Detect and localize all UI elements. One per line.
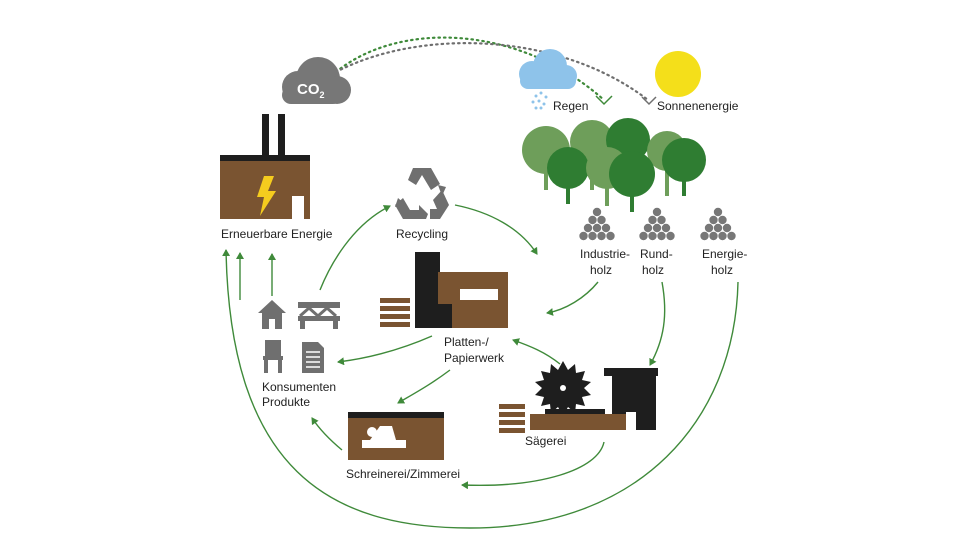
energy-wood-label: Energie-holz xyxy=(702,247,747,277)
arrow-recycling-to-mill xyxy=(454,204,538,255)
arrow-roundwood-to-sawmill xyxy=(649,281,666,366)
arrow-consumer-to-recycling xyxy=(319,205,391,291)
house-icon xyxy=(258,300,286,329)
rain-cloud-icon xyxy=(519,49,577,110)
tree-icon xyxy=(609,151,655,212)
roundwood-label: Rund-holz xyxy=(640,247,673,277)
sun-icon xyxy=(655,51,701,97)
renewable-energy-label: Erneuerbare Energie xyxy=(221,227,333,241)
forest xyxy=(522,118,706,212)
recycle-icon xyxy=(395,168,449,219)
log-pile-icon xyxy=(499,404,525,433)
solar-arrow-head xyxy=(641,96,657,106)
co2-dotted-path-gray xyxy=(334,42,650,102)
industrial-wood-label: Industrie-holz xyxy=(580,247,630,277)
log-pile-icon xyxy=(700,207,736,241)
log-pile-icon xyxy=(579,207,615,241)
sawmill-label: Sägerei xyxy=(525,434,566,448)
saw-blade-icon xyxy=(535,361,591,416)
arrow-energywood-to-energy xyxy=(222,249,739,529)
cloud-icon xyxy=(282,57,351,104)
arrow-mill-to-consumer xyxy=(337,335,433,366)
factory-icon xyxy=(415,252,508,328)
arrow-sawmill-to-joinery xyxy=(461,441,605,490)
power-plant-icon xyxy=(220,114,310,219)
co2-label: CO2 xyxy=(297,81,325,100)
joinery-building xyxy=(348,412,444,460)
document-icon xyxy=(302,342,324,373)
joinery-label: Schreinerei/Zimmerei xyxy=(346,467,460,481)
chair-icon xyxy=(263,340,283,373)
log-pile-icon xyxy=(639,207,675,241)
tree-icon xyxy=(662,138,706,196)
arrow-industrial-wood-to-mill xyxy=(546,281,599,316)
wood-plane-icon xyxy=(362,426,406,448)
arrow-mill-to-joinery xyxy=(397,369,451,404)
tree-icon xyxy=(547,147,589,204)
bridge-icon xyxy=(298,302,340,329)
panel-paper-mill-label: Platten-/Papierwerk xyxy=(444,335,505,365)
lightning-bolt-icon xyxy=(257,176,276,216)
rain-arrow-head xyxy=(595,95,613,106)
recycling-label: Recycling xyxy=(396,227,448,241)
solar-label: Sonnenenergie xyxy=(657,99,739,113)
arrow-sawmill-to-mill xyxy=(512,338,561,365)
rain-label: Regen xyxy=(553,99,588,113)
arrow-joinery-to-consumer xyxy=(311,417,343,451)
factory-icon xyxy=(530,368,658,430)
log-pile-icon xyxy=(380,298,410,327)
